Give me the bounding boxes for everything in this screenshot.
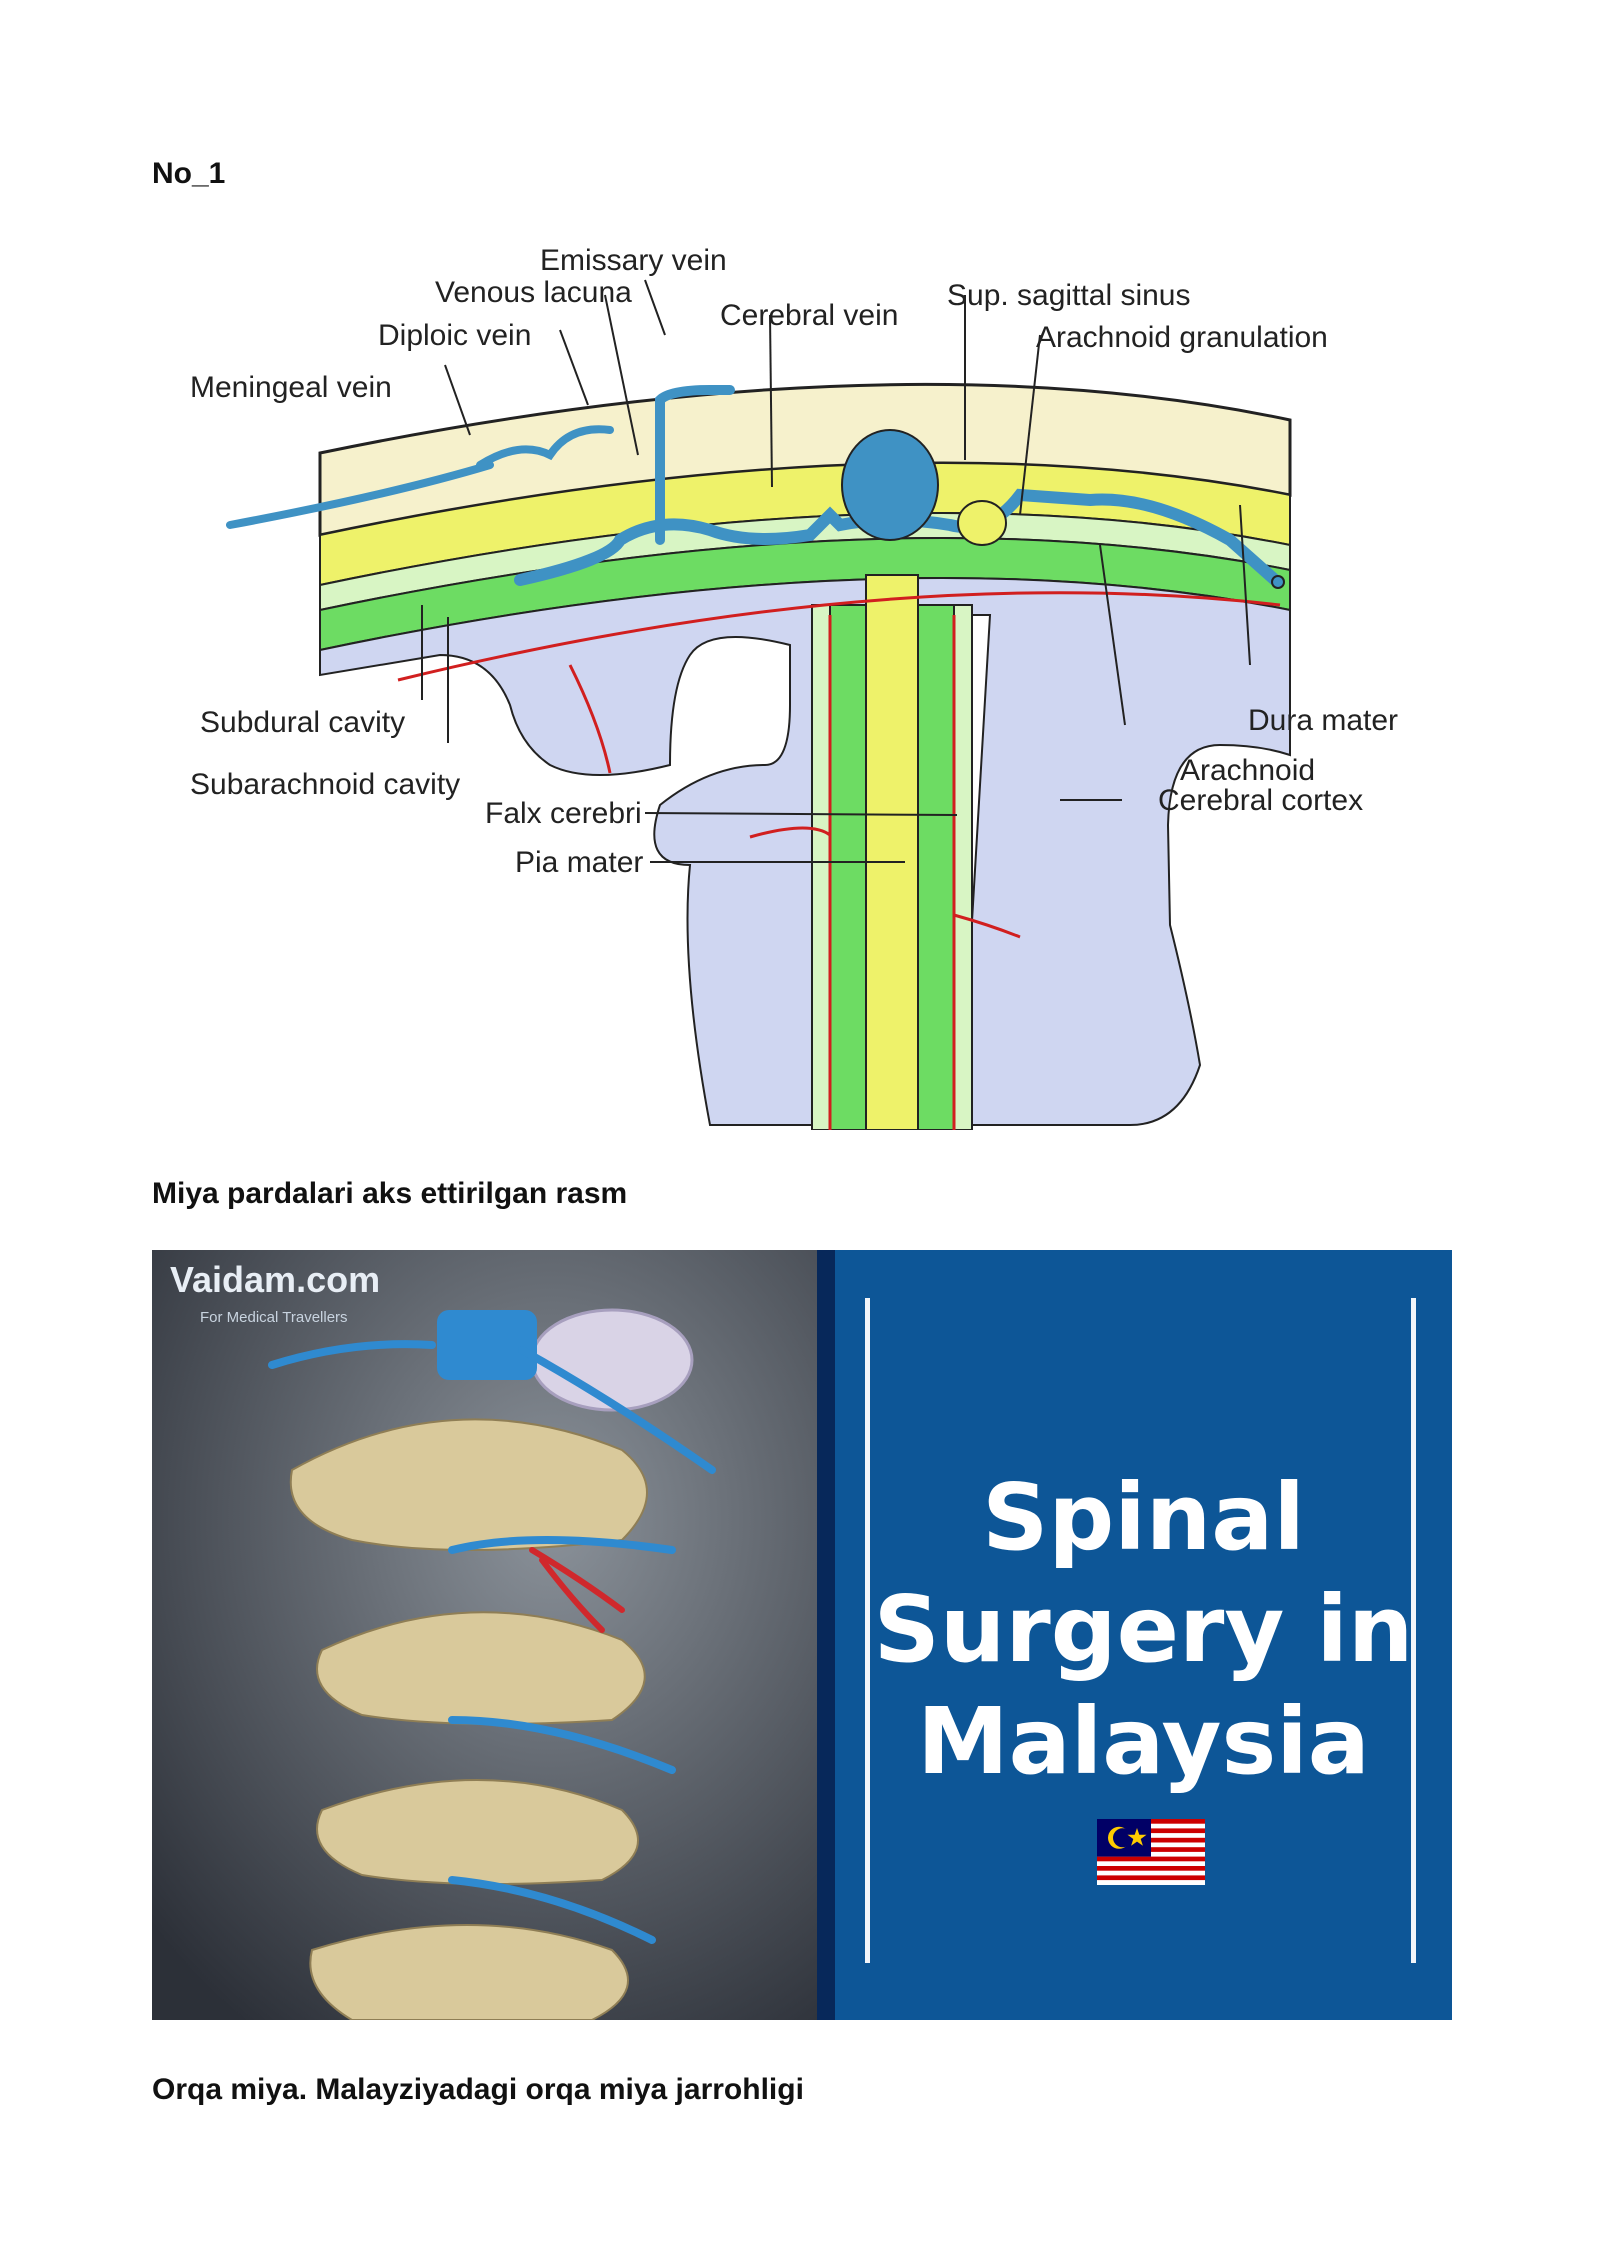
panel-right-rule	[1411, 1298, 1416, 1963]
title-panel: Spinal Surgery in Malaysia	[817, 1250, 1452, 2020]
caption-spinal-surgery: Orqa miya. Malayziyadagi orqa miya jarro…	[152, 2073, 804, 2106]
label-cerebral-vein: Cerebral vein	[720, 299, 898, 332]
label-venous-lacuna: Venous lacuna	[435, 276, 632, 309]
spinal-surgery-banner: Vaidam.com For Medical Travellers Spinal…	[152, 1250, 1452, 2020]
panel-left-rule	[865, 1298, 870, 1963]
meningeal-vein	[226, 461, 494, 529]
leader-lines	[421, 279, 1251, 863]
emissary-vein	[655, 385, 735, 545]
vein-end	[1271, 575, 1285, 589]
brand-tagline: For Medical Travellers	[200, 1309, 348, 1326]
label-pia-mater: Pia mater	[515, 846, 643, 879]
sinus	[841, 429, 939, 541]
brand-logo: Vaidam.com	[170, 1259, 380, 1300]
section-label: No_1	[152, 157, 226, 190]
banner-title: Spinal Surgery in Malaysia	[835, 1462, 1452, 1798]
cortex	[319, 577, 1291, 1126]
label-arachnoid-granulation: Arachnoid granulation	[1036, 321, 1328, 354]
falx-cerebri-band	[865, 574, 919, 1130]
pia-fold-left	[749, 826, 831, 839]
pia-fold-right	[953, 913, 1021, 939]
label-dura-mater: Dura mater	[1248, 704, 1398, 737]
arachnoid-granulation	[957, 500, 1007, 546]
label-meningeal-vein: Meningeal vein	[190, 371, 392, 404]
label-falx-cerebri: Falx cerebri	[485, 797, 642, 830]
diploic-vein	[476, 425, 614, 469]
spine-photo: Vaidam.com For Medical Travellers	[152, 1250, 817, 2020]
label-cerebral-cortex: Cerebral cortex	[1158, 784, 1363, 817]
vein-network	[514, 488, 1281, 586]
label-sup-sagittal-sinus: Sup. sagittal sinus	[947, 279, 1190, 312]
pia-line	[397, 591, 1281, 682]
banner-title-line-3: Malaysia	[917, 1688, 1370, 1795]
label-subdural-cavity: Subdural cavity	[200, 706, 405, 739]
label-diploic-vein: Diploic vein	[378, 319, 531, 352]
label-emissary-vein: Emissary vein	[540, 244, 727, 277]
label-subarachnoid-cavity: Subarachnoid cavity	[190, 768, 460, 801]
pia-gyrus	[568, 664, 612, 774]
banner-title-line-2: Surgery in	[873, 1576, 1414, 1683]
caption-meninges: Miya pardalari aks ettirilgan rasm	[152, 1177, 628, 1210]
malaysia-flag-icon	[1097, 1819, 1205, 1885]
banner-title-line-1: Spinal	[982, 1464, 1305, 1571]
label-arachnoid: Arachnoid	[1180, 754, 1315, 787]
meninges-diagram: Emissary vein Venous lacuna Cerebral vei…	[190, 244, 1398, 1130]
